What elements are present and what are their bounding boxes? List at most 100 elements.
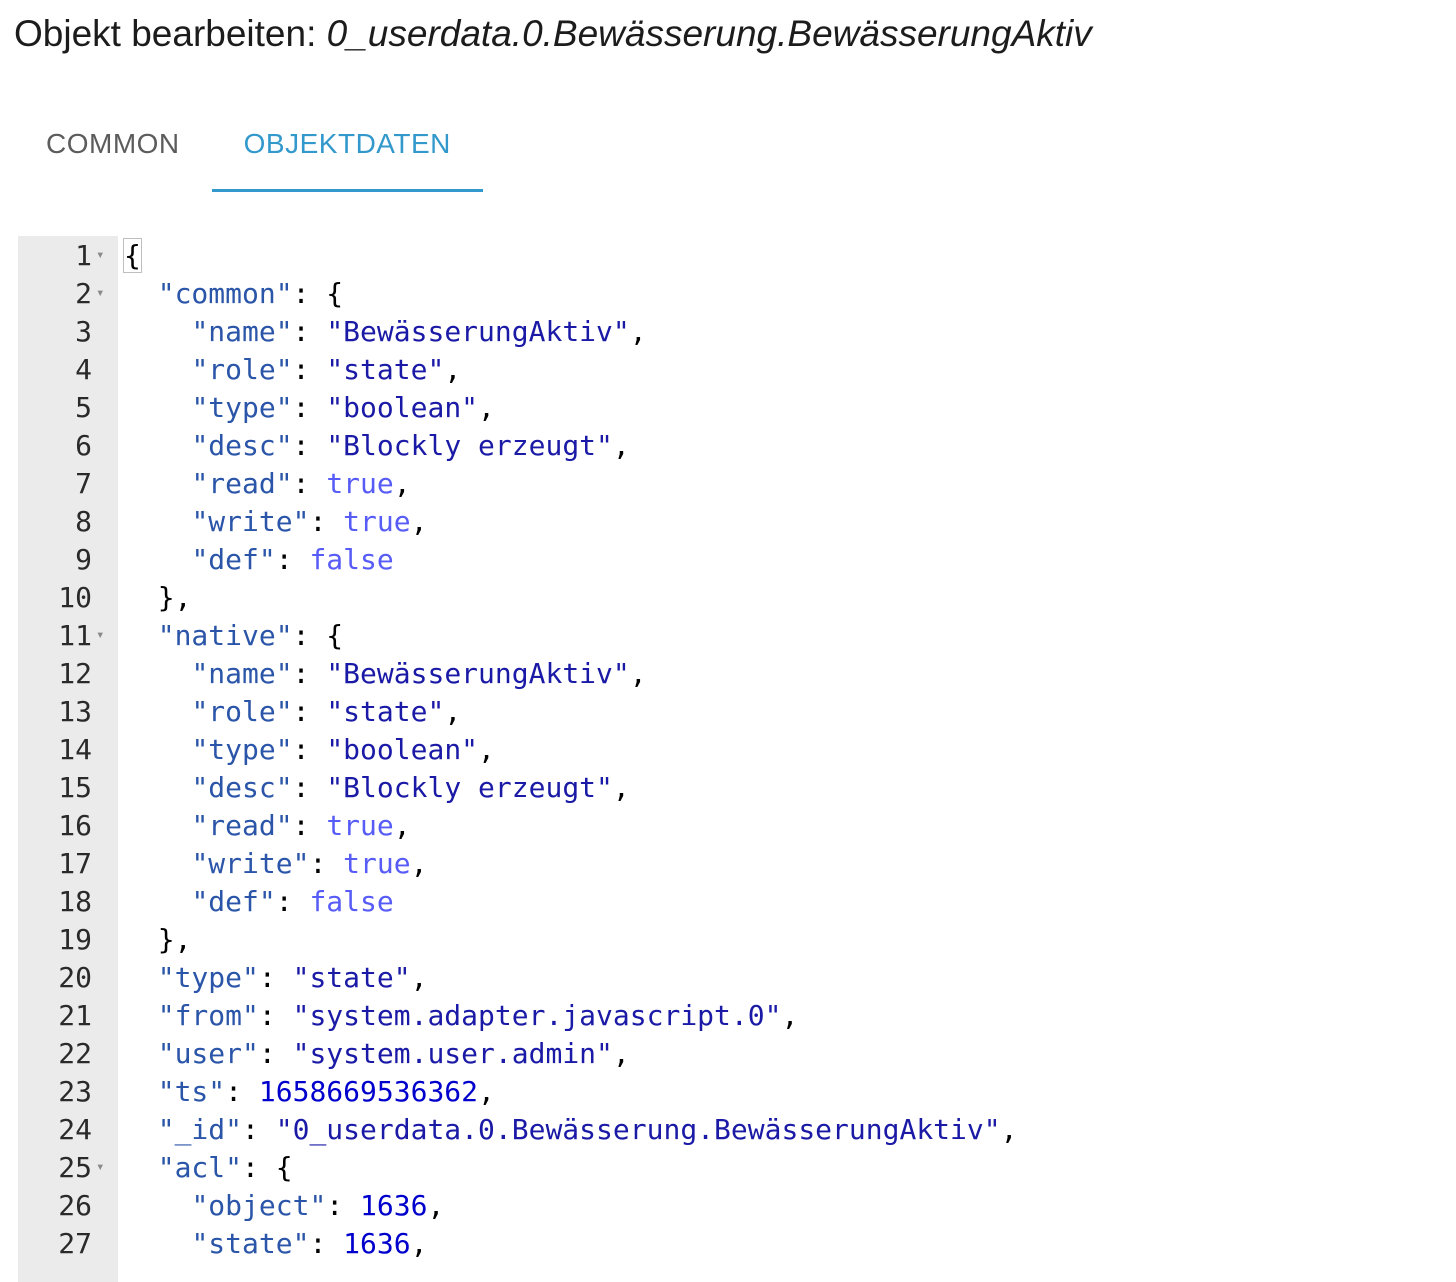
code-line[interactable]: 25▾ "acl": {: [18, 1148, 1438, 1186]
json-token-p: :: [292, 466, 327, 500]
code-line[interactable]: 12 "name": "BewässerungAktiv",: [18, 654, 1438, 692]
code-text: "object": 1636,: [118, 1189, 444, 1222]
code-line[interactable]: 18 "def": false: [18, 882, 1438, 920]
code-line[interactable]: 24 "_id": "0_userdata.0.Bewässerung.Bewä…: [18, 1110, 1438, 1148]
json-token-p: ,: [410, 846, 428, 880]
code-line[interactable]: 19 },: [18, 920, 1438, 958]
json-token-p: ,: [478, 1074, 495, 1108]
code-line[interactable]: 11▾ "native": {: [18, 616, 1438, 654]
json-token-p: [124, 543, 191, 576]
fold-toggle-icon[interactable]: ▾: [96, 285, 105, 301]
json-token-p: ,: [629, 656, 647, 690]
line-number: 4: [75, 352, 92, 386]
json-token-str: "system.adapter.javascript.0": [292, 998, 782, 1032]
line-number: 5: [75, 390, 92, 424]
json-token-p: [124, 429, 191, 462]
json-token-p: [124, 1227, 191, 1260]
json-token-p: [124, 1037, 158, 1070]
json-token-p: [124, 505, 191, 538]
line-number: 22: [58, 1036, 92, 1070]
line-number: 8: [75, 504, 92, 538]
code-line[interactable]: 2▾ "common": {: [18, 274, 1438, 312]
code-line[interactable]: 14 "type": "boolean",: [18, 730, 1438, 768]
json-token-key: "type": [191, 390, 293, 424]
code-text: "read": true,: [118, 466, 410, 500]
code-line[interactable]: 3 "name": "BewässerungAktiv",: [18, 312, 1438, 350]
code-line[interactable]: 9 "def": false: [18, 540, 1438, 578]
line-number: 7: [75, 466, 92, 500]
tab-common[interactable]: COMMON: [46, 128, 180, 159]
code-line[interactable]: 22 "user": "system.user.admin",: [18, 1034, 1438, 1072]
json-token-p: [124, 277, 158, 310]
code-line[interactable]: 23 "ts": 1658669536362,: [18, 1072, 1438, 1110]
code-line[interactable]: 27 "state": 1636,: [18, 1224, 1438, 1262]
code-text: "native": {: [118, 619, 343, 652]
code-line[interactable]: 4 "role": "state",: [18, 350, 1438, 388]
line-number: 10: [58, 580, 92, 614]
json-token-str: "system.user.admin": [292, 1036, 613, 1070]
code-text: "ts": 1658669536362,: [118, 1075, 495, 1108]
line-number: 6: [75, 428, 92, 462]
code-text: "def": false: [118, 885, 393, 918]
code-lines[interactable]: 1▾{2▾ "common": {3 "name": "BewässerungA…: [18, 236, 1438, 1262]
code-line[interactable]: 16 "read": true,: [18, 806, 1438, 844]
json-token-p: ,: [612, 428, 630, 462]
json-token-bool: true: [343, 846, 411, 880]
code-text: "role": "state",: [118, 695, 461, 728]
fold-toggle-icon[interactable]: ▾: [96, 247, 105, 263]
json-token-p: :: [292, 390, 327, 424]
json-token-key: "desc": [191, 428, 293, 462]
json-token-p: ,: [410, 960, 428, 994]
line-number: 14: [58, 732, 92, 766]
code-text: "type": "state",: [118, 960, 428, 994]
json-token-bool: true: [326, 466, 394, 500]
json-token-p: ,: [612, 1036, 630, 1070]
fold-toggle-icon[interactable]: ▾: [96, 1159, 105, 1175]
line-number: 27: [58, 1226, 92, 1260]
code-line[interactable]: 5 "type": "boolean",: [18, 388, 1438, 426]
json-token-p: : {: [292, 276, 344, 310]
line-number: 25: [58, 1150, 92, 1184]
json-token-key: "role": [191, 694, 293, 728]
code-text: "write": true,: [118, 847, 427, 880]
json-token-key: "acl": [157, 1150, 243, 1184]
json-token-key: "role": [191, 352, 293, 386]
code-line[interactable]: 13 "role": "state",: [18, 692, 1438, 730]
json-token-num: 1658669536362: [258, 1074, 479, 1108]
json-token-num: 1636: [360, 1188, 428, 1222]
json-token-p: [124, 999, 158, 1032]
json-token-str: "boolean": [326, 390, 479, 424]
code-line[interactable]: 26 "object": 1636,: [18, 1186, 1438, 1224]
json-token-p: [124, 961, 158, 994]
line-number: 11: [58, 618, 92, 652]
json-token-p: [124, 1151, 158, 1184]
code-line[interactable]: 20 "type": "state",: [18, 958, 1438, 996]
tab-objektdaten[interactable]: OBJEKTDATEN: [211, 108, 484, 192]
json-token-p: [124, 657, 191, 690]
json-token-p: :: [242, 1112, 276, 1146]
code-line[interactable]: 1▾{: [18, 236, 1438, 274]
line-number: 13: [58, 694, 92, 728]
json-token-p: [124, 733, 191, 766]
code-line[interactable]: 17 "write": true,: [18, 844, 1438, 882]
json-token-key: "type": [191, 732, 293, 766]
code-line[interactable]: 15 "desc": "Blockly erzeugt",: [18, 768, 1438, 806]
code-line[interactable]: 8 "write": true,: [18, 502, 1438, 540]
json-token-p: [124, 847, 191, 880]
code-line[interactable]: 7 "read": true,: [18, 464, 1438, 502]
json-token-key: "write": [191, 504, 310, 538]
code-line[interactable]: 10 },: [18, 578, 1438, 616]
json-token-p: ,: [444, 694, 462, 728]
code-line[interactable]: 6 "desc": "Blockly erzeugt",: [18, 426, 1438, 464]
json-token-p: ,: [393, 808, 411, 842]
code-text: },: [118, 581, 192, 614]
json-token-str: "BewässerungAktiv": [326, 314, 630, 348]
code-line[interactable]: 21 "from": "system.adapter.javascript.0"…: [18, 996, 1438, 1034]
json-token-p: ,: [410, 504, 428, 538]
json-token-p: ,: [478, 732, 495, 766]
fold-toggle-icon[interactable]: ▾: [96, 627, 105, 643]
json-token-str: "boolean": [326, 732, 479, 766]
json-token-str: "BewässerungAktiv": [326, 656, 630, 690]
json-editor[interactable]: 1▾{2▾ "common": {3 "name": "BewässerungA…: [18, 236, 1438, 1282]
json-token-key: "def": [191, 542, 276, 576]
